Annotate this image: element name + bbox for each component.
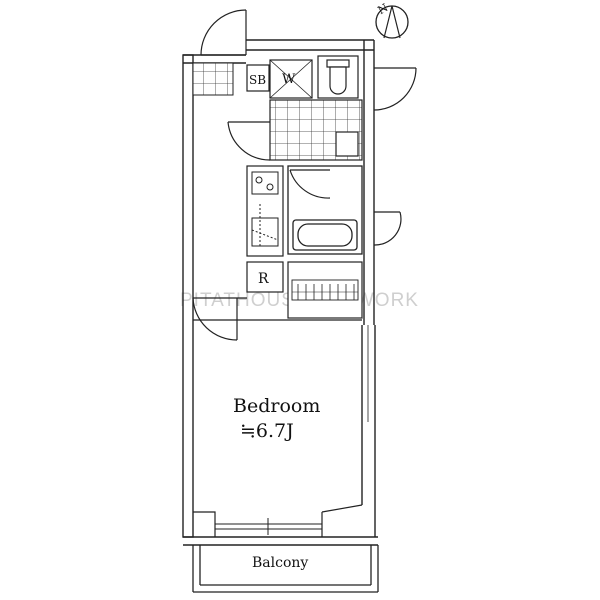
bathtub-icon	[292, 219, 358, 251]
refrigerator-label: R	[258, 271, 269, 287]
balcony-window	[215, 518, 322, 535]
door-swing-icon	[200, 9, 247, 56]
shoe-box	[246, 64, 270, 92]
bedroom-label: Bedroom	[233, 395, 320, 417]
sink-icon	[251, 204, 279, 247]
door-swing-icon	[289, 169, 331, 199]
balcony-label: Balcony	[252, 555, 308, 571]
kitchen-counter	[246, 165, 284, 257]
shoe-box-label: SB	[249, 73, 266, 87]
door-swing-icon	[227, 121, 271, 161]
washer-label: W	[282, 72, 296, 87]
exterior-walls	[182, 39, 378, 546]
bedroom-size: ≒6.7J	[240, 420, 294, 442]
compass-icon: N	[375, 1, 409, 39]
refrigerator-space	[246, 261, 284, 293]
door-swing-icon	[373, 67, 417, 246]
toilet-icon	[317, 55, 359, 99]
washer-space	[269, 59, 313, 99]
closet	[287, 261, 363, 319]
balcony	[192, 545, 379, 593]
door-swing-icon	[192, 297, 247, 341]
washbasin	[335, 131, 359, 157]
bay-corner	[193, 504, 363, 537]
entrance-tiles	[192, 62, 234, 96]
stove-icon	[251, 171, 279, 195]
